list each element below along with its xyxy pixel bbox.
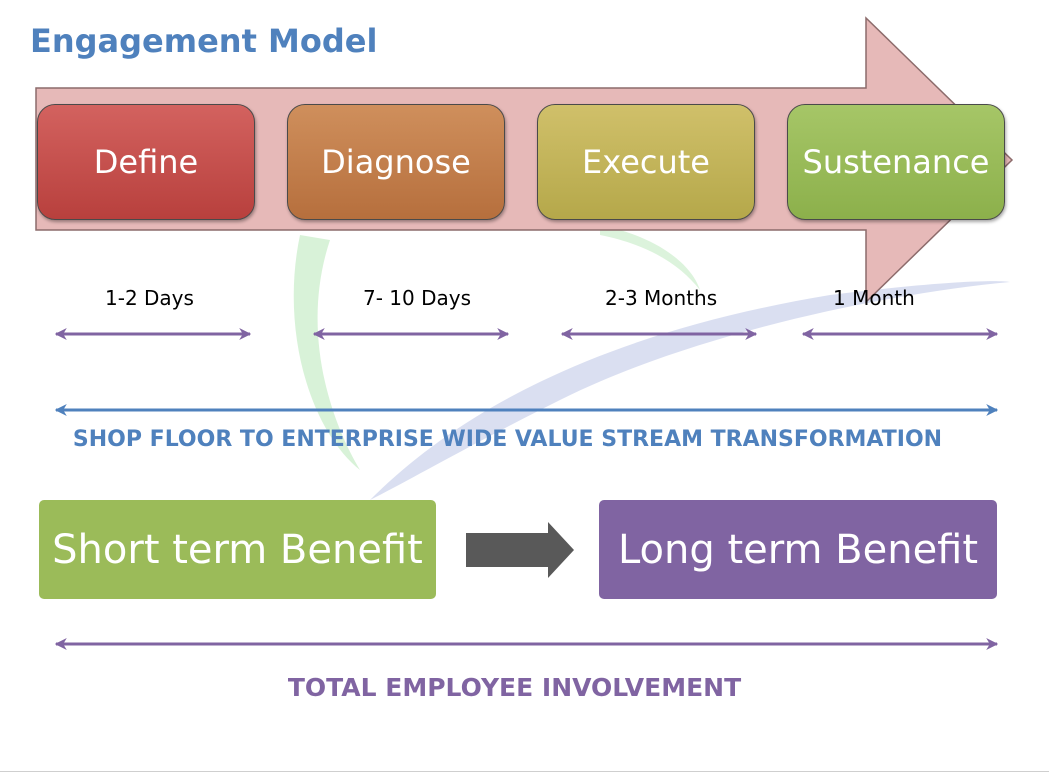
involvement-caption: TOTAL EMPLOYEE INVOLVEMENT (287, 673, 742, 702)
phase-sustenance: Sustenance (787, 104, 1005, 220)
benefit-connector-arrow (466, 522, 574, 578)
decorative-green-arc (600, 225, 700, 290)
page-title: Engagement Model (30, 22, 378, 60)
duration-diagnose: 7- 10 Days (363, 286, 472, 310)
decorative-blue-swoosh (370, 281, 1010, 500)
short-term-benefit-box: Short term Benefit (39, 500, 436, 599)
duration-define: 1-2 Days (105, 286, 194, 310)
phase-define: Define (37, 104, 255, 220)
phase-execute: Execute (537, 104, 755, 220)
duration-execute: 2-3 Months (605, 286, 718, 310)
transformation-caption: SHOP FLOOR TO ENTERPRISE WIDE VALUE STRE… (72, 427, 943, 452)
long-term-benefit-box: Long term Benefit (599, 500, 997, 599)
bottom-divider (0, 771, 1049, 772)
duration-sustenance: 1 Month (833, 286, 915, 310)
decorative-green-swoosh (293, 235, 360, 470)
phase-flow-arrow (35, 16, 1014, 304)
phase-diagnose: Diagnose (287, 104, 505, 220)
